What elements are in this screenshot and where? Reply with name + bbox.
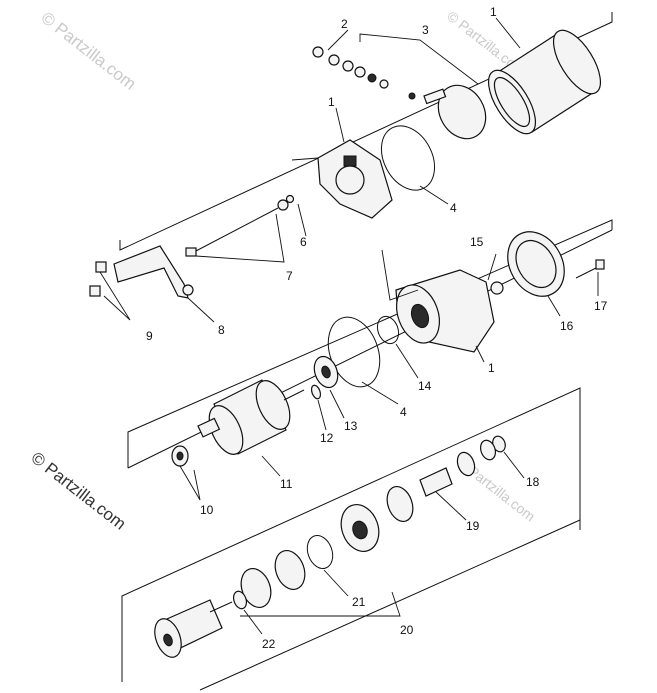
callout-15: 15 <box>470 235 484 249</box>
callout-2: 2 <box>341 17 348 31</box>
callout-7: 7 <box>286 269 293 283</box>
callout-19: 19 <box>466 519 480 533</box>
callout-numbers: 1 2 3 1 4 6 7 8 9 15 16 17 1 14 4 13 12 … <box>146 5 608 651</box>
callout-13: 13 <box>344 419 358 433</box>
callout-18: 18 <box>526 475 540 489</box>
callout-4-upper: 4 <box>450 201 457 215</box>
callout-3: 3 <box>422 23 429 37</box>
end-cover <box>317 139 393 219</box>
clutch-stack <box>232 435 506 610</box>
watermark-top-left: © Partzilla.com <box>38 8 140 94</box>
callout-16: 16 <box>560 319 574 333</box>
watermark-left-corner: © Partzilla.com <box>28 448 130 534</box>
bolt-17 <box>575 259 605 279</box>
washer-6 <box>285 194 295 204</box>
callout-14: 14 <box>418 379 432 393</box>
front-housing <box>395 269 495 353</box>
callout-1-yoke: 1 <box>490 5 497 19</box>
nut-washer-stack <box>312 46 389 89</box>
lower-section-line <box>121 387 581 682</box>
brush-holder <box>408 84 487 140</box>
callout-9: 9 <box>146 329 153 343</box>
washer-15 <box>490 281 504 295</box>
o-ring-14 <box>376 315 400 345</box>
callout-11: 11 <box>280 477 293 491</box>
brushes <box>171 445 189 467</box>
armature <box>197 379 305 455</box>
callout-20: 20 <box>400 623 414 637</box>
callout-8: 8 <box>218 323 225 337</box>
callout-21: 21 <box>352 595 366 609</box>
callout-1-end-cover: 1 <box>328 95 335 109</box>
pinion-gear-shaft <box>154 599 233 658</box>
bearing-13 <box>313 355 339 389</box>
callout-4-lower: 4 <box>400 405 407 419</box>
callout-10: 10 <box>200 503 214 517</box>
mounting-bracket <box>113 245 194 299</box>
lower-bottom-line <box>199 519 581 691</box>
through-bolts <box>185 199 289 257</box>
bracket-bolts <box>89 261 107 297</box>
callout-17: 17 <box>594 299 608 313</box>
middle-top-line <box>127 219 613 468</box>
washer-12 <box>310 384 322 400</box>
callout-22: 22 <box>262 637 276 651</box>
gasket-plate <box>507 231 565 297</box>
callout-12: 12 <box>320 431 334 445</box>
callout-6: 6 <box>300 235 307 249</box>
yoke-cylinder <box>487 29 602 135</box>
callout-1-housing: 1 <box>488 361 495 375</box>
leader-lines <box>99 17 599 635</box>
upper-section-line <box>119 12 613 251</box>
